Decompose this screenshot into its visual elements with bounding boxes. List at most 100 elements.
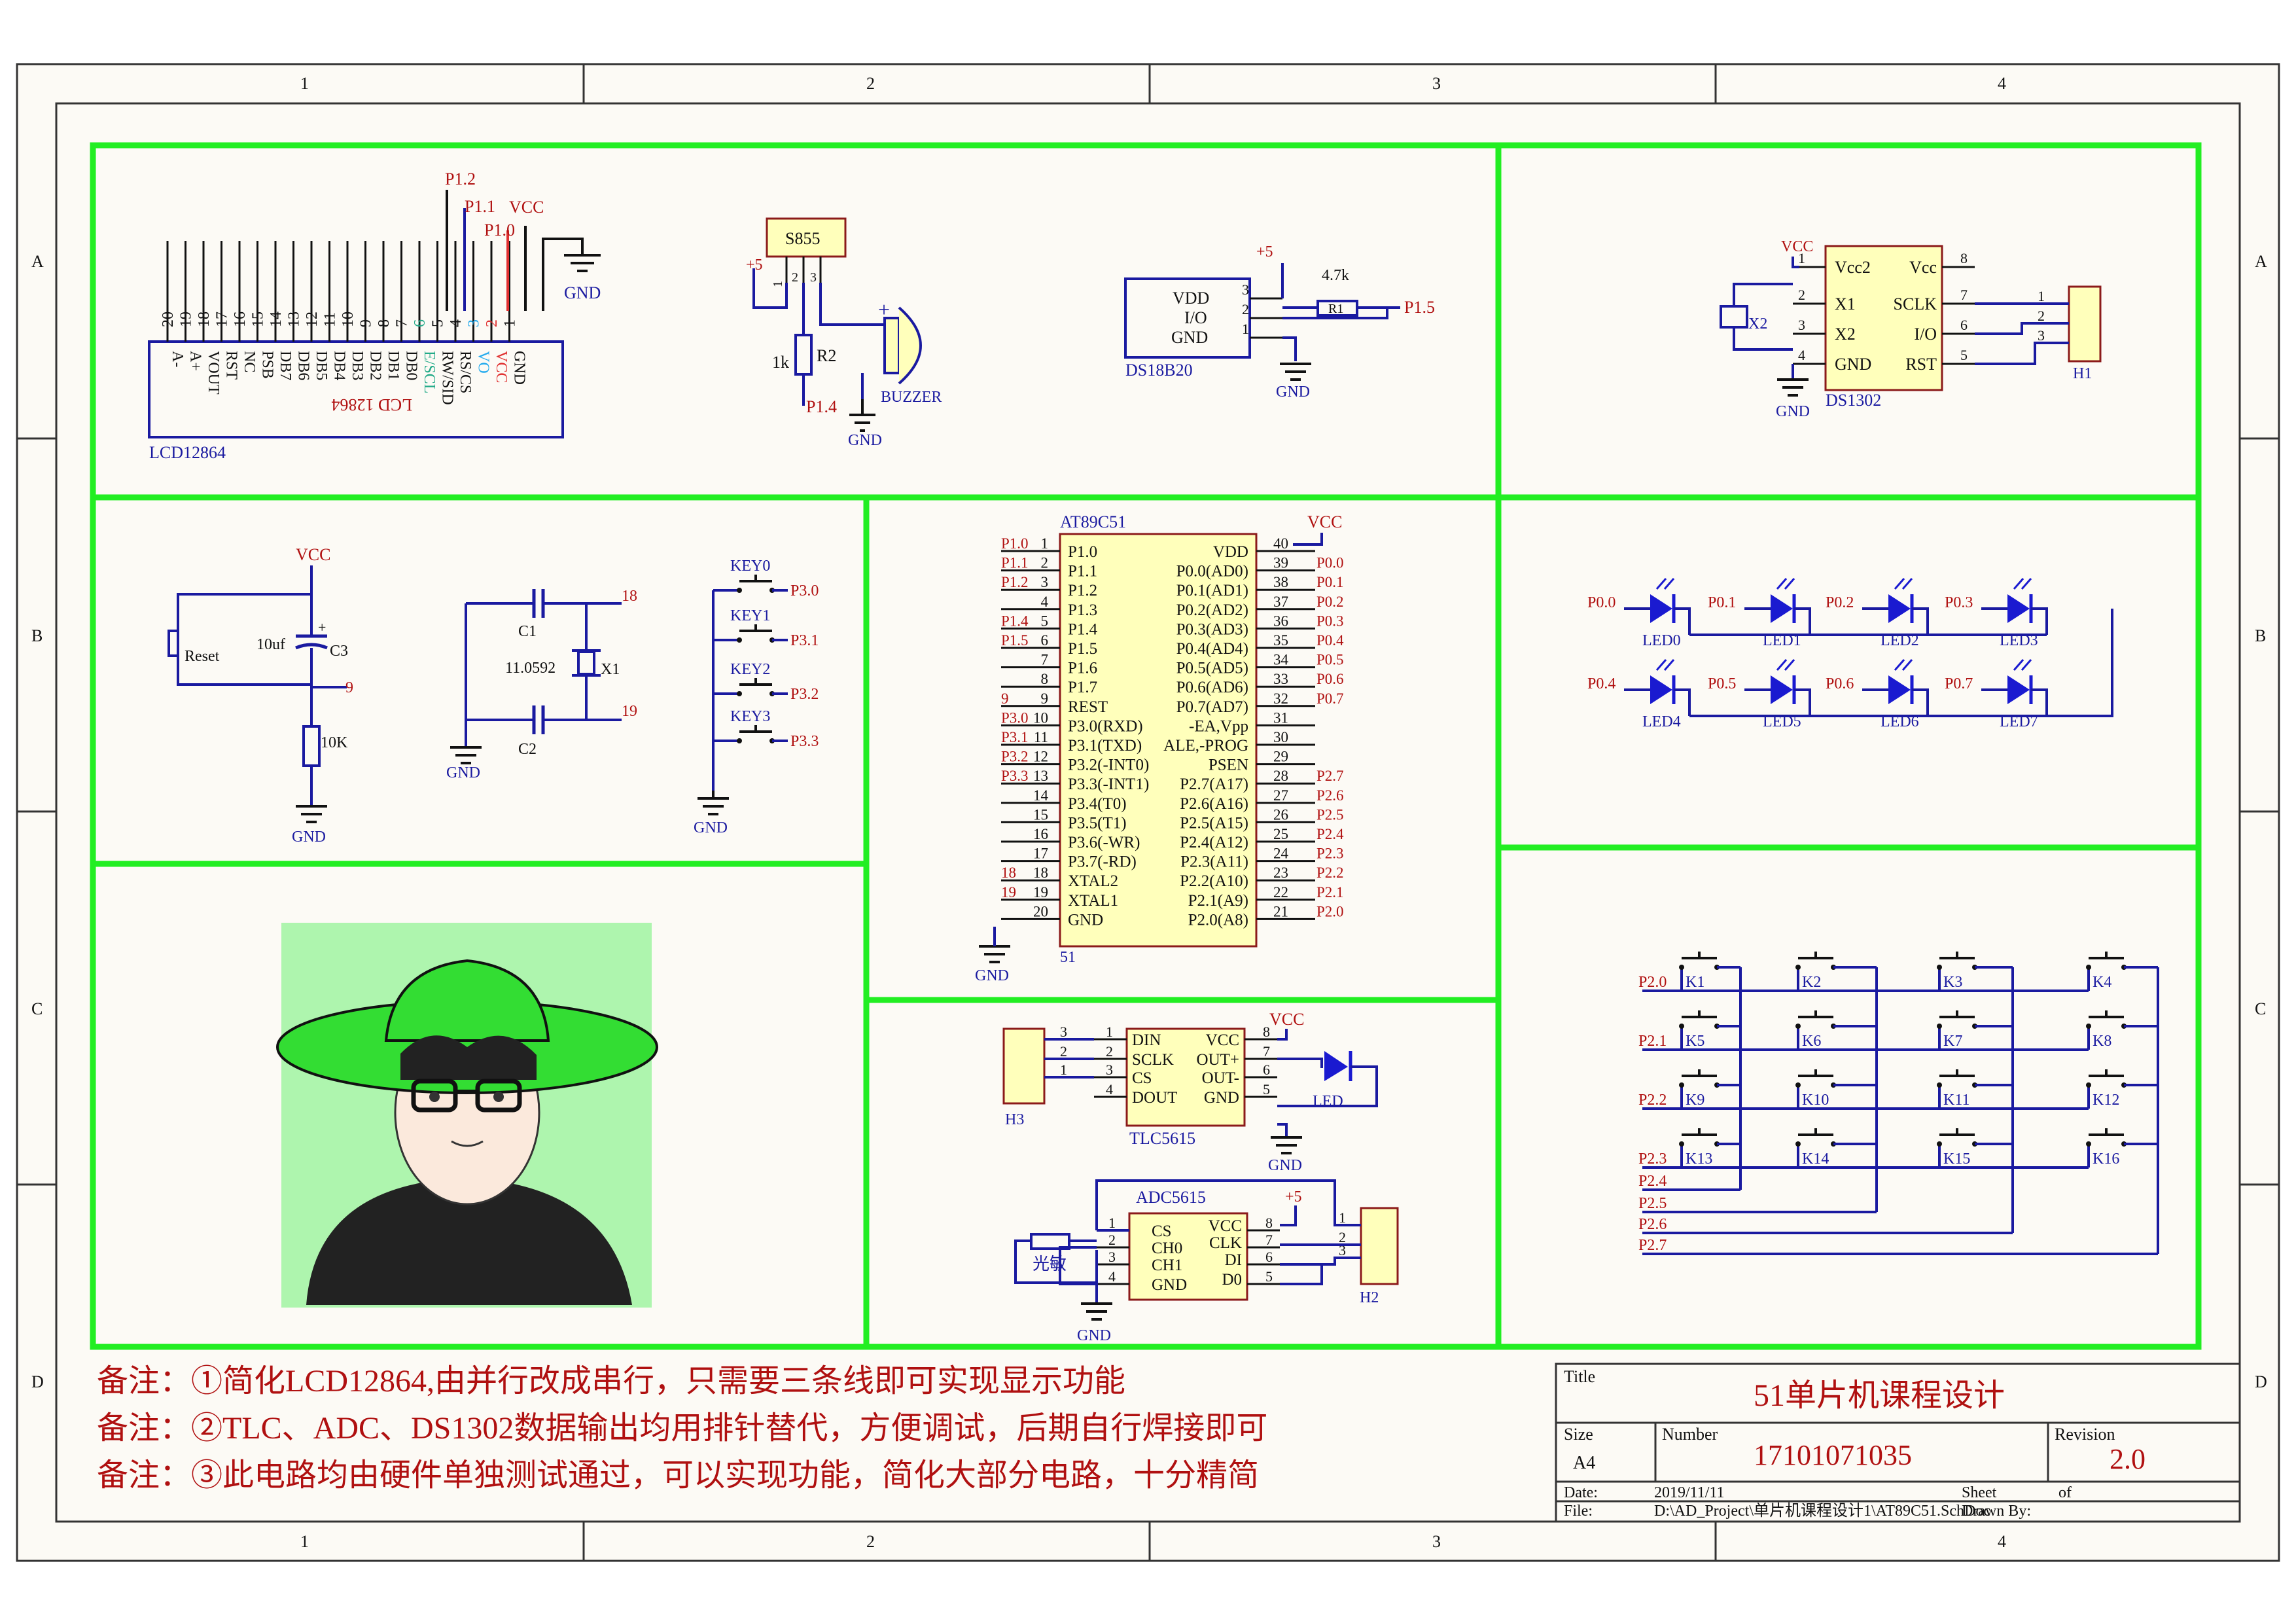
mcu-pin-number: 3 xyxy=(1041,574,1049,590)
matrix-key-label: K3 xyxy=(1943,974,1962,991)
mcu-pin-net: P0.6 xyxy=(1316,671,1344,687)
mcu-pin-number: 14 xyxy=(1033,787,1049,804)
mcu-pin-number: 31 xyxy=(1273,709,1288,726)
matrix-key-label: K11 xyxy=(1943,1092,1969,1109)
lcd-pin-label: VCC xyxy=(493,351,510,383)
mcu-pin-number: 33 xyxy=(1273,671,1288,687)
adc-gnd: GND xyxy=(1077,1327,1111,1344)
lcd-pin-number: 6 xyxy=(412,319,429,327)
mcu-pin-label: P0.3(AD3) xyxy=(1176,620,1248,638)
tb-size-label: Size xyxy=(1564,1425,1593,1444)
lcd-pin-label: E/SCL xyxy=(421,351,438,393)
frame-row-label: C xyxy=(2255,999,2266,1018)
led-label: LED4 xyxy=(1642,713,1681,730)
mcu-vcc: VCC xyxy=(1307,512,1342,531)
ds1302-vcc: VCC xyxy=(1781,238,1813,255)
mcu-pin-net: 18 xyxy=(1001,865,1016,881)
led-diode xyxy=(1888,594,1911,623)
lcd-pin-label: DB0 xyxy=(403,351,420,380)
frame-row-label: A xyxy=(2255,252,2267,271)
frame-col-label: 1 xyxy=(300,1532,309,1551)
mcu-pin-net: P0.5 xyxy=(1316,652,1344,668)
mcu-pin-label: REST xyxy=(1068,698,1108,716)
mcu-pin-number: 17 xyxy=(1033,846,1048,862)
matrix-net: P2.6 xyxy=(1638,1216,1667,1233)
matrix-key-contact xyxy=(2086,1024,2091,1029)
tb-file: D:\AD_Project\单片机课程设计1\AT89C51.SchDoc xyxy=(1654,1502,1990,1520)
mcu-pin-label: ALE,-PROG xyxy=(1163,737,1248,755)
mcu-pin-number: 21 xyxy=(1273,903,1288,919)
osc-n18: 18 xyxy=(622,588,637,605)
mcu-pin-label: P3.5(T1) xyxy=(1068,814,1127,832)
led-emission xyxy=(1655,578,1675,590)
mcu-pin-number: 40 xyxy=(1273,535,1288,552)
osc-crystal-value: 11.0592 xyxy=(505,660,556,677)
adc-pin-label: CS xyxy=(1152,1222,1172,1240)
adc-sensor: 光敏 xyxy=(1033,1255,1067,1274)
lcd-pin-number: 19 xyxy=(178,312,195,327)
mcu-pin-number: 19 xyxy=(1033,884,1048,901)
ds18b20-gnd: GND xyxy=(1171,328,1208,347)
mcu-pin-label: P0.0(AD0) xyxy=(1176,563,1248,580)
matrix-key-contact xyxy=(1795,1082,1801,1088)
matrix-key-contact xyxy=(1937,1024,1942,1029)
h2-pin-number: 2 xyxy=(1339,1229,1346,1245)
ds18b20-vdd: VDD xyxy=(1173,289,1209,308)
mcu-pin-number: 20 xyxy=(1033,903,1048,919)
ds1302-pin-number: 1 xyxy=(1798,250,1805,266)
ds1302-pin-number: 6 xyxy=(1960,317,1968,333)
mcu-pin-net: P0.4 xyxy=(1316,632,1344,649)
tb-date: 2019/11/11 xyxy=(1654,1484,1725,1501)
matrix-key-contact xyxy=(2086,1082,2091,1088)
matrix-key-label: K9 xyxy=(1686,1092,1704,1109)
tb-title-label: Title xyxy=(1564,1367,1595,1386)
matrix-key-contact xyxy=(1937,965,1942,970)
adc-pin-number: 5 xyxy=(1265,1268,1273,1285)
lcd-pin-label: DB3 xyxy=(349,351,366,380)
notes: 备注：①简化LCD12864,由并行改成串行，只需要三条线即可实现显示功能 备注… xyxy=(97,1364,1267,1493)
mcu-pin-net: P3.3 xyxy=(1001,768,1029,784)
led-label: LED0 xyxy=(1642,632,1681,649)
reset-circuit: VCC Reset + 10uf C3 9 10K GND xyxy=(168,545,353,846)
matrix-net: P2.3 xyxy=(1638,1150,1667,1168)
led-diode xyxy=(1888,675,1911,704)
lcd-net-gnd: GND xyxy=(564,283,601,302)
led-wire xyxy=(1794,688,1811,716)
led-wire xyxy=(1674,607,1691,635)
key-net: P3.2 xyxy=(790,686,819,703)
ds18b20-r-name: R1 xyxy=(1328,302,1343,316)
adc-pin-label: VCC xyxy=(1209,1217,1242,1235)
led-diode xyxy=(2007,594,2030,623)
matrix-net: P2.4 xyxy=(1638,1173,1667,1190)
ds1302-pin-label: SCLK xyxy=(1894,294,1937,313)
h1-n2: 2 xyxy=(2038,308,2045,324)
mcu-pin-number: 11 xyxy=(1034,729,1048,745)
mcu-pin-net: 19 xyxy=(1001,884,1016,901)
mcu-ref: 51 xyxy=(1060,949,1076,966)
frame-col-label: 2 xyxy=(866,74,875,93)
mcu-pin-number: 32 xyxy=(1273,690,1288,707)
lcd-pin-label: DB6 xyxy=(295,351,312,380)
mcu-pin-number: 37 xyxy=(1273,594,1288,610)
frame-row-label: B xyxy=(2255,626,2266,645)
osc-n19: 19 xyxy=(622,703,637,720)
adc-pin-label: GND xyxy=(1152,1276,1187,1294)
mcu-pin-number: 23 xyxy=(1273,865,1288,881)
mcu-pin-number: 16 xyxy=(1033,826,1048,842)
note-3: 备注：③此电路均由硬件单独测试通过，可以实现功能，简化大部分电路，十分精简 xyxy=(97,1458,1259,1493)
lcd-name: LCD12864 xyxy=(149,443,226,462)
matrix-key-label: K14 xyxy=(1802,1150,1829,1168)
mcu-pin-net: P1.0 xyxy=(1001,535,1029,552)
mcu-pin-net: P3.0 xyxy=(1001,709,1029,726)
mcu-pin-number: 25 xyxy=(1273,826,1288,842)
buzzer-gnd: GND xyxy=(848,432,882,449)
lcd-pin-number: 20 xyxy=(160,312,177,327)
led-net: P0.0 xyxy=(1587,594,1616,611)
adc-pin-number: 6 xyxy=(1265,1249,1273,1265)
lcd-pin-label: GND xyxy=(511,351,528,385)
tlc-pin-label: DOUT xyxy=(1132,1089,1177,1107)
tb-of-label: of xyxy=(2058,1484,2072,1501)
tb-number-label: Number xyxy=(1662,1425,1718,1444)
lcd-pin-label: RST xyxy=(223,351,240,380)
mcu-pin-label: P0.4(AD4) xyxy=(1176,640,1248,658)
